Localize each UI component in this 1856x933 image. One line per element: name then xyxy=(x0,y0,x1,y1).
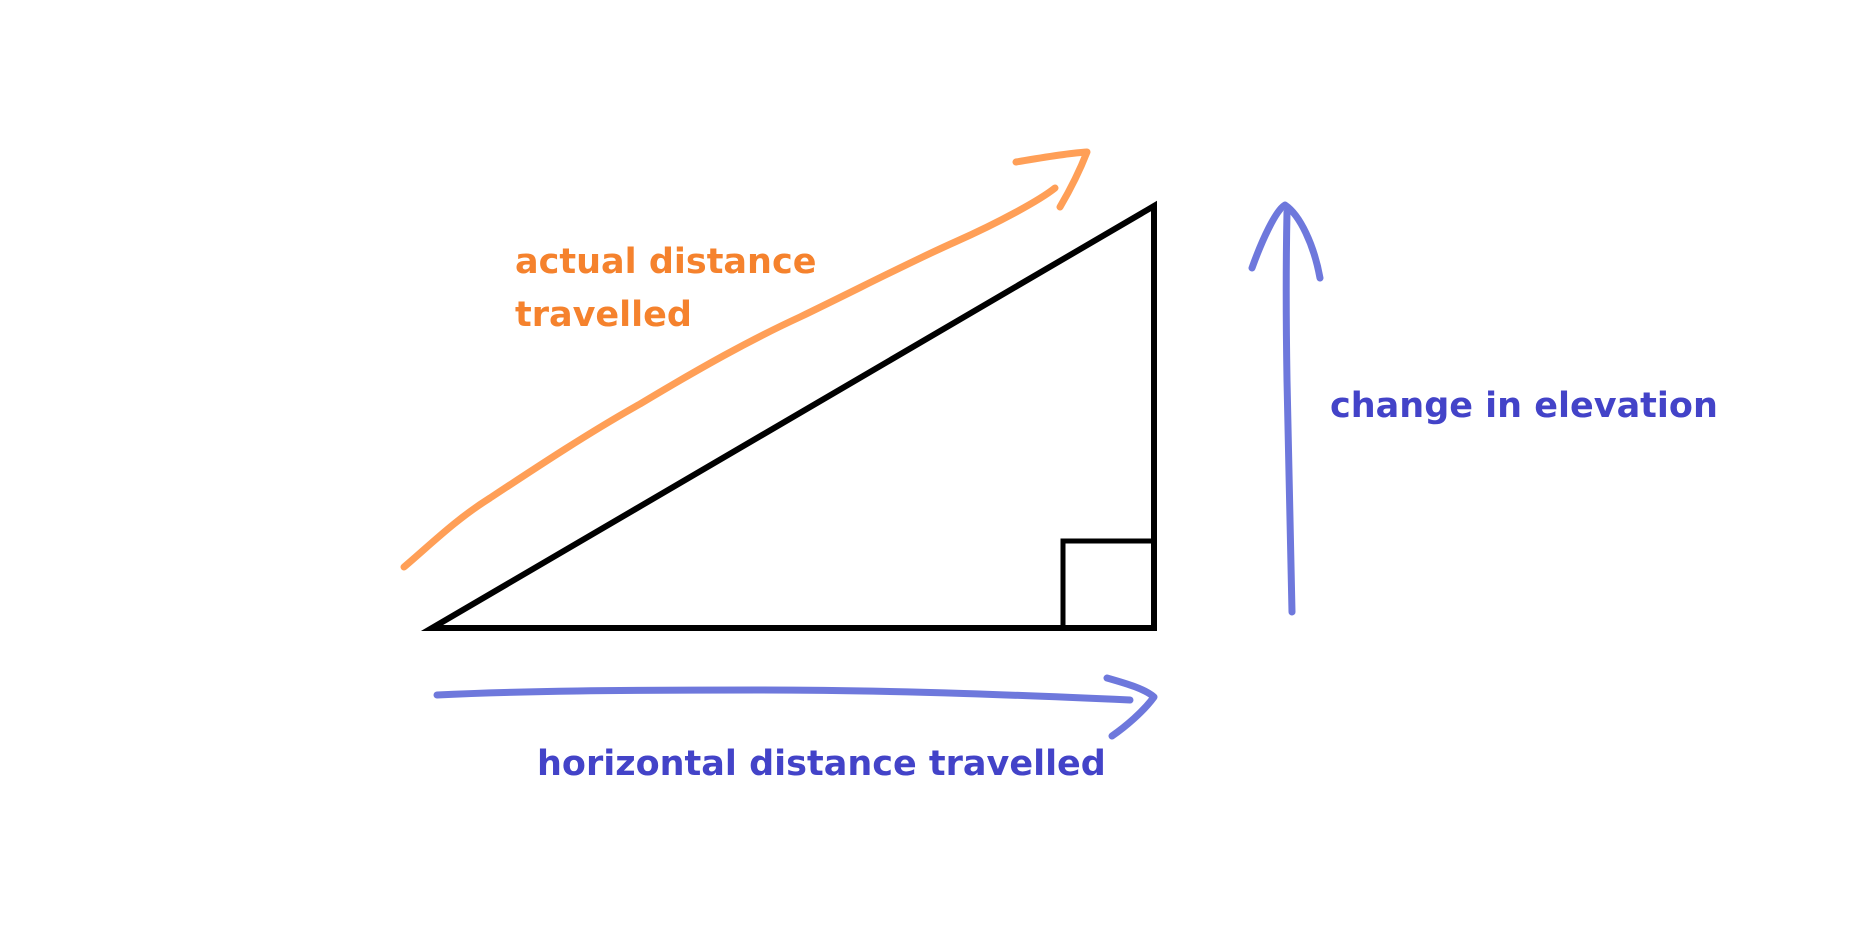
horizontal-distance-label: horizontal distance travelled xyxy=(537,744,1106,784)
horizontal-arrow-icon xyxy=(433,674,1158,740)
change-in-elevation-label: change in elevation xyxy=(1330,386,1718,426)
right-triangle xyxy=(420,200,1157,631)
right-angle-marker-icon xyxy=(1060,538,1154,628)
actual-distance-arrow-icon xyxy=(400,148,1091,571)
actual-distance-label: actual distance travelled xyxy=(515,242,817,335)
elevation-arrow-icon xyxy=(1248,201,1324,616)
